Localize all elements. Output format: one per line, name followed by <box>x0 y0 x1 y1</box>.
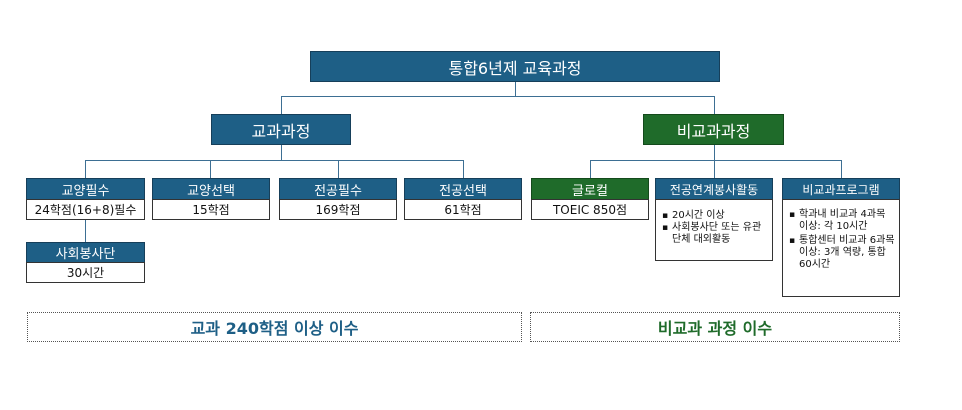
general-required-title: 교양필수 <box>26 178 145 200</box>
curriculum-summary: 교과 240학점 이상 이수 <box>27 312 522 342</box>
general-elective-value: 15학점 <box>152 199 270 220</box>
extracurricular-program-list: 학과내 비교과 4과목 이상: 각 10시간 통합센터 비교과 6과목 이상: … <box>782 199 900 297</box>
extracurricular-summary: 비교과 과정 이수 <box>530 312 900 342</box>
connector-root-horizontal <box>281 96 715 97</box>
list-item: 학과내 비교과 4과목 이상: 각 10시간 <box>789 209 895 233</box>
connector-to-g2 <box>714 160 715 178</box>
glocal-title: 글로컬 <box>531 178 649 200</box>
major-elective-value: 61학점 <box>404 199 522 220</box>
connector-left-horizontal <box>85 160 464 161</box>
connector-to-c2 <box>210 160 211 178</box>
general-elective-title: 교양선택 <box>152 178 270 200</box>
major-required-value: 169학점 <box>279 199 397 220</box>
major-required-title: 전공필수 <box>279 178 397 200</box>
connector-left-down <box>281 145 282 160</box>
connector-to-g1 <box>590 160 591 178</box>
connector-to-c3 <box>338 160 339 178</box>
extracurricular-program-title: 비교과프로그램 <box>782 178 900 200</box>
connector-to-right <box>714 96 715 114</box>
glocal-value: TOEIC 850점 <box>531 199 649 220</box>
connector-c1-to-social <box>85 220 86 242</box>
connector-to-c1 <box>85 160 86 178</box>
connector-to-left <box>281 96 282 114</box>
list-item: 20시간 이상 <box>662 210 768 222</box>
list-item: 사회봉사단 또는 유관단체 대외활동 <box>662 222 768 246</box>
root-node: 통합6년제 교육과정 <box>310 51 720 82</box>
connector-to-g3 <box>841 160 842 178</box>
extracurricular-node: 비교과과정 <box>643 114 784 145</box>
major-linked-service-title: 전공연계봉사활동 <box>655 178 773 200</box>
major-elective-title: 전공선택 <box>404 178 522 200</box>
social-service-value: 30시간 <box>26 262 145 283</box>
connector-right-down <box>714 145 715 160</box>
connector-right-horizontal <box>590 160 842 161</box>
connector-root-down <box>515 81 516 96</box>
social-service-title: 사회봉사단 <box>26 242 145 263</box>
curriculum-node: 교과과정 <box>211 114 351 145</box>
connector-to-c4 <box>463 160 464 178</box>
general-required-value: 24학점(16+8)필수 <box>26 199 145 220</box>
major-linked-service-list: 20시간 이상 사회봉사단 또는 유관단체 대외활동 <box>655 199 773 261</box>
list-item: 통합센터 비교과 6과목 이상: 3개 역량, 통합 60시간 <box>789 235 895 271</box>
